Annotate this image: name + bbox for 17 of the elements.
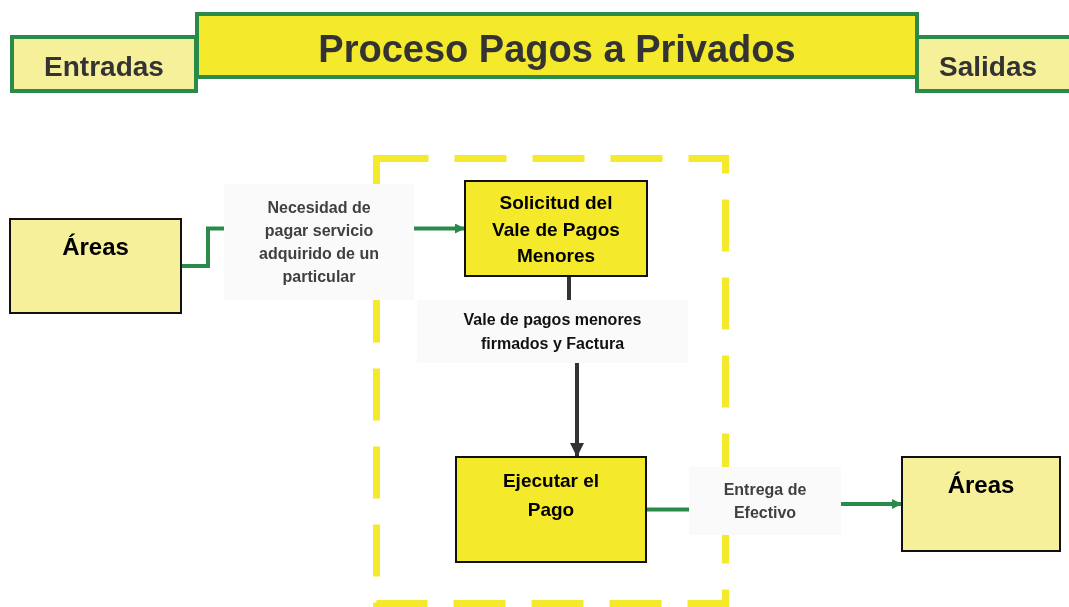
- edge-label: Vale de pagos menores firmados y Factura: [417, 300, 688, 363]
- node-text: Ejecutar el Pago: [501, 469, 601, 523]
- edge-label: Entrega de Efectivo: [689, 467, 841, 535]
- node-text: Áreas: [946, 470, 1016, 500]
- edge-label: Necesidad de pagar servicio adquirido de un particular: [224, 184, 414, 300]
- header-text: Salidas: [937, 50, 1039, 84]
- source-box: [9, 218, 182, 314]
- process-box: [455, 456, 647, 563]
- destination-box: [901, 456, 1061, 552]
- node-text: Áreas: [61, 232, 130, 262]
- output-header-box: [915, 35, 1069, 93]
- header-text: Proceso Pagos a Privados: [317, 27, 797, 72]
- process-box: [464, 180, 648, 277]
- title-box: [195, 12, 919, 79]
- node-text: Solicitud del Vale de Pagos Menores: [491, 191, 621, 269]
- input-header-box: [10, 35, 198, 93]
- header-text: Entradas: [43, 50, 165, 84]
